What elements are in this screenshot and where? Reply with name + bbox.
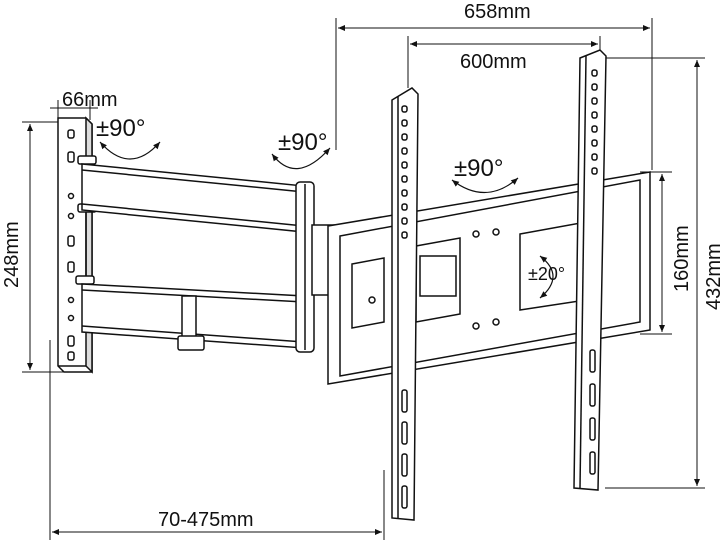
label-vesa-width: 600mm [460,51,527,73]
label-extension: 70-475mm [158,509,254,531]
wall-plate [57,116,97,374]
label-wall-plate-height: 248mm [1,221,23,288]
label-wall-swivel: ±90° [96,115,145,142]
label-tilt: ±20° [528,264,565,284]
vertical-rails [391,49,607,521]
label-vesa-height: 160mm [671,225,693,292]
swing-arms [81,163,337,353]
label-overall-height: 432mm [703,243,720,310]
dimension-lines [22,18,705,540]
label-head-swivel: ±90° [454,155,503,182]
rotation-arrows [99,141,554,299]
label-wall-plate-width: 66mm [62,89,118,111]
label-arm-swivel: ±90° [278,129,327,156]
label-overall-width: 658mm [464,1,531,23]
left-rail-slots [401,105,408,509]
right-rail-slots [589,69,598,475]
